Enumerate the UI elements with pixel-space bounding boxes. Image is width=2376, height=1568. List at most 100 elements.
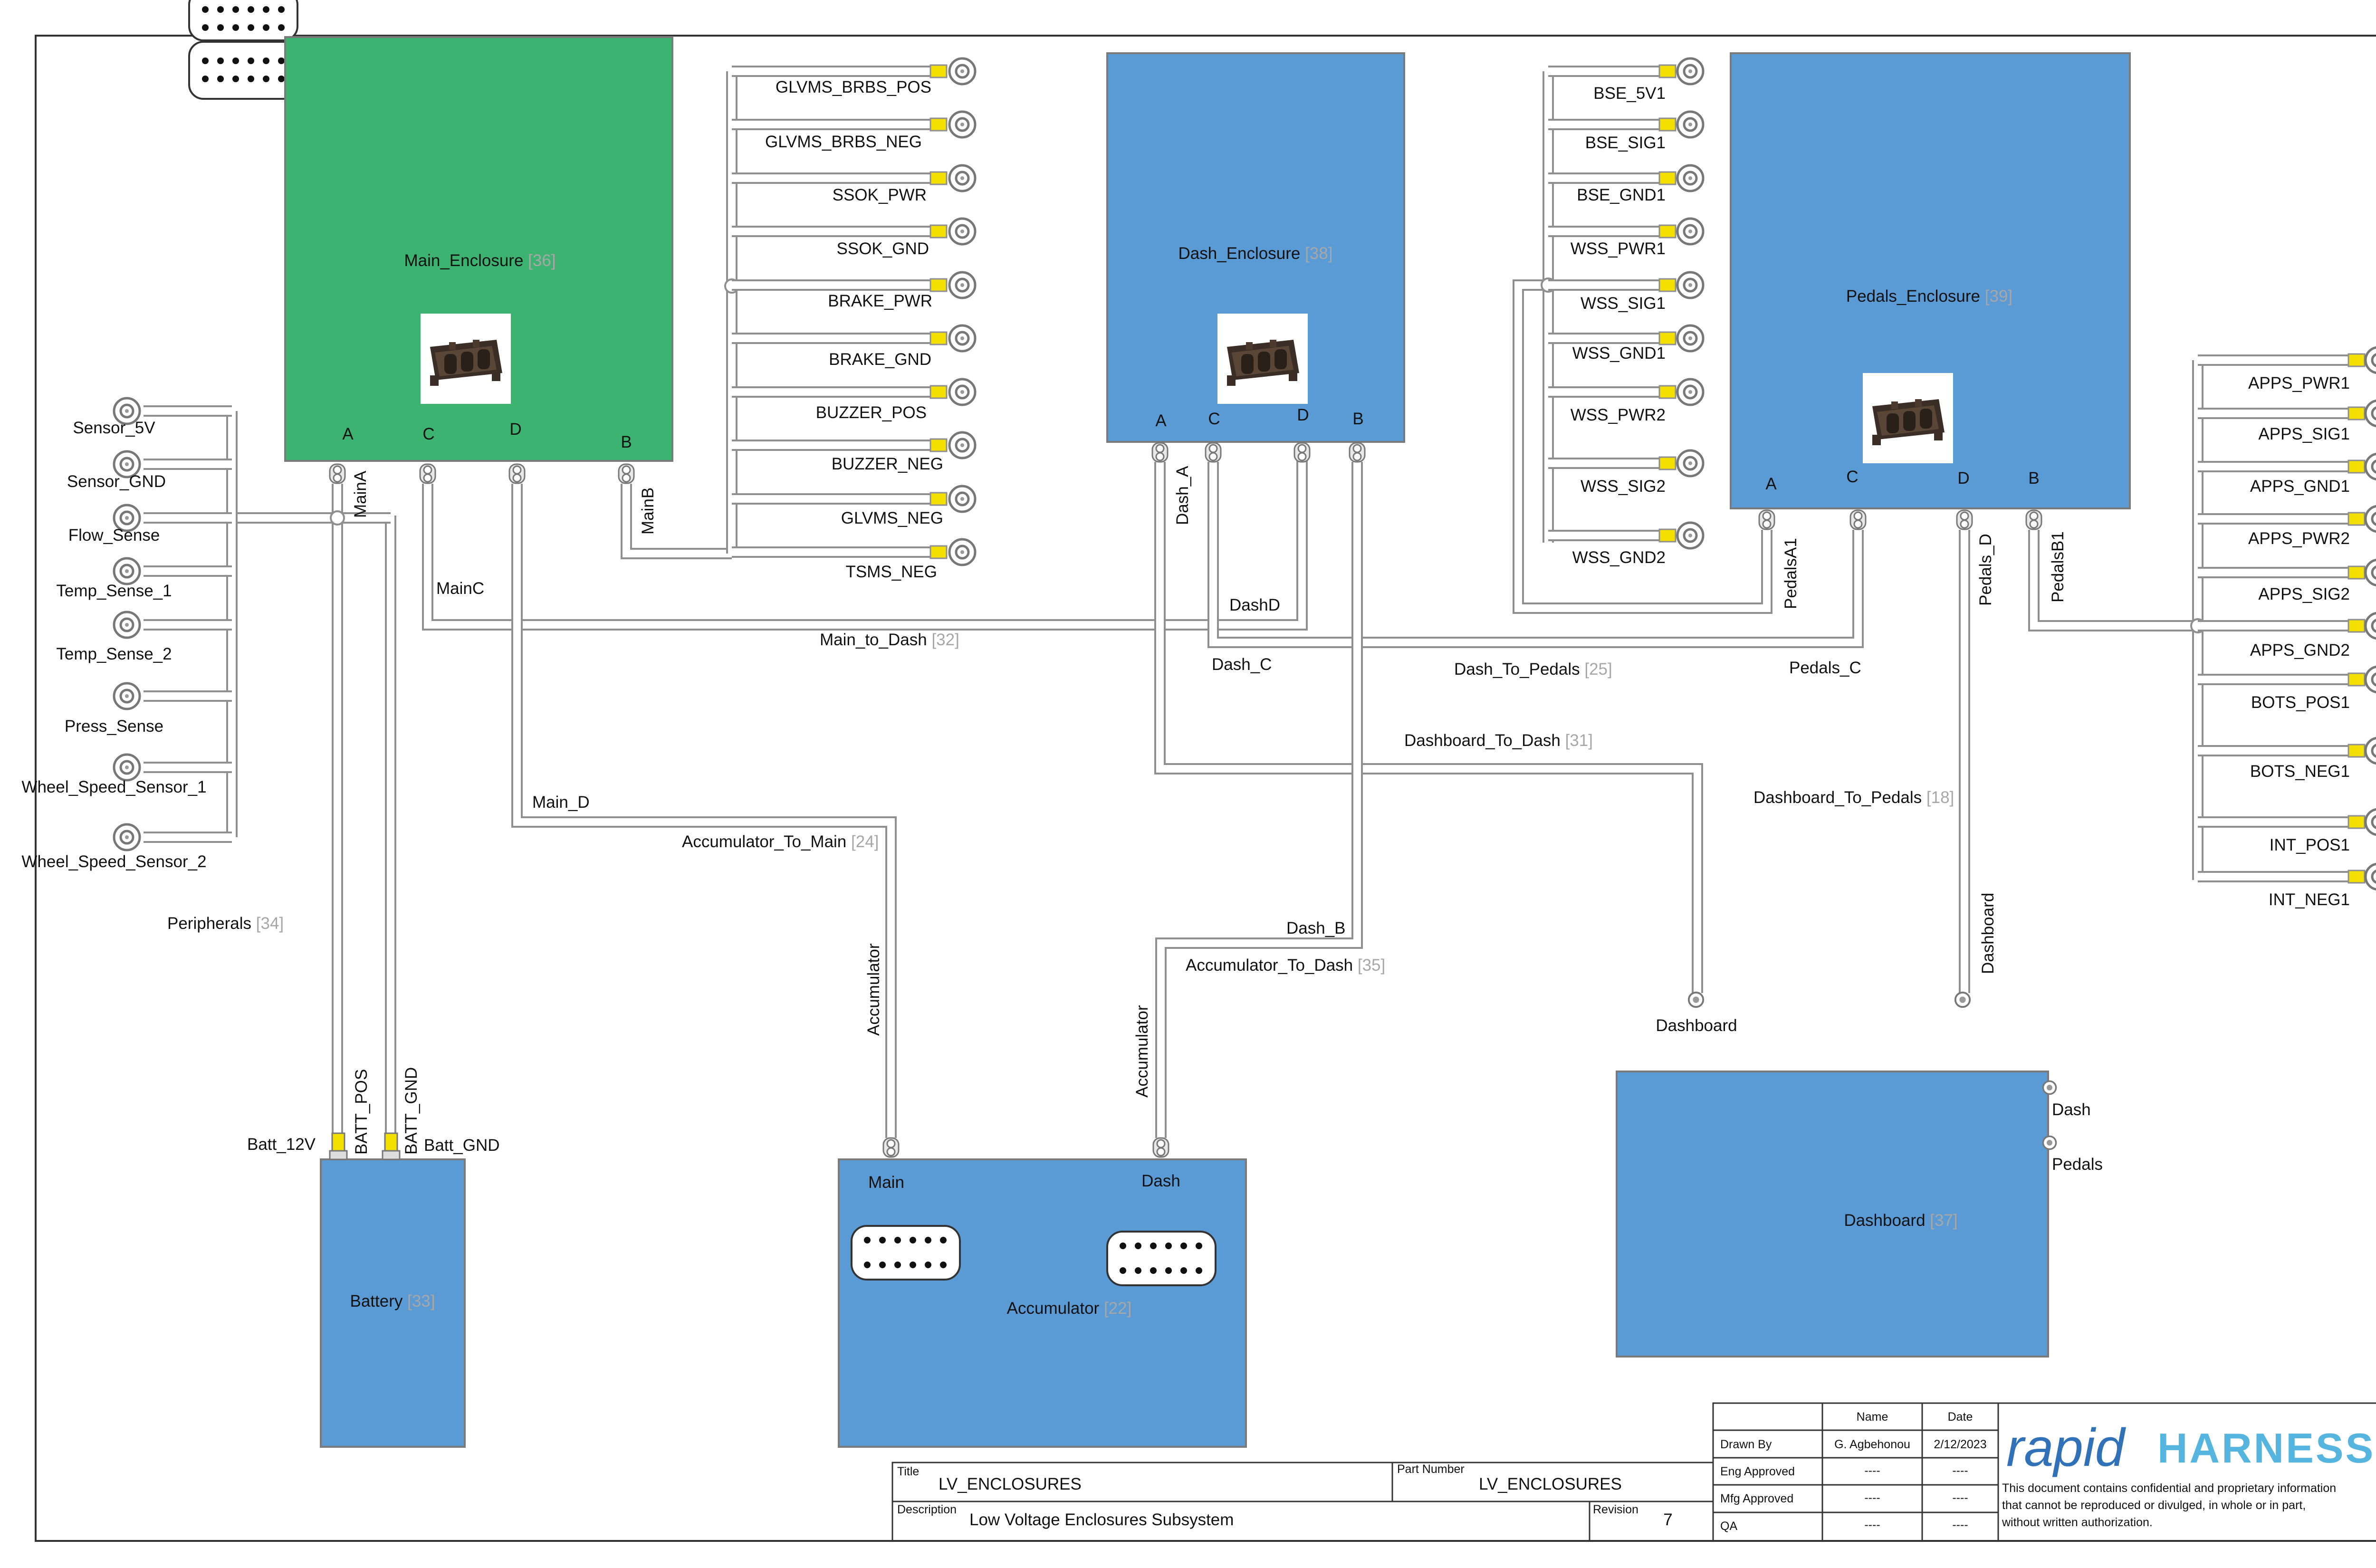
ring-pedalsa-1 — [1677, 112, 1703, 137]
main-connector-photo — [421, 314, 511, 404]
terminal-pedalsb-5 — [2347, 619, 2366, 633]
accumulator-label-2: Accumulator — [1133, 1005, 1151, 1098]
title-block: Name Date Drawn By G. Agbehonou 2/12/202… — [891, 1402, 2376, 1542]
pedalsD-label: Pedals_D — [1976, 534, 1995, 606]
tb-eng-label: Eng Approved — [1720, 1465, 1795, 1478]
tb-drawn-date: 2/12/2023 — [1934, 1438, 1986, 1451]
connector-pin-dot — [278, 76, 285, 82]
tb-rev-label: Revision — [1593, 1503, 1638, 1516]
batt-gnd-term-label: Batt_GND — [424, 1136, 500, 1155]
dashB-head — [1349, 442, 1366, 463]
label-left-2: Flow_Sense — [68, 526, 160, 545]
label-pedalsa-3: WSS_PWR1 — [1571, 239, 1666, 258]
partial-connector-top — [188, 0, 298, 100]
pedalsA-head — [1758, 509, 1775, 530]
connector-pin-dot — [232, 57, 239, 64]
label-mainb-4: BRAKE_PWR — [828, 292, 932, 310]
label-pedalsa-2: BSE_GND1 — [1577, 186, 1666, 204]
accumulator[interactable]: Main Dash Accumulator [22] — [838, 1158, 1247, 1448]
terminal-mainb-5 — [929, 331, 948, 345]
ring-mainb-2 — [949, 165, 975, 191]
tb-title-value: LV_ENCLOSURES — [939, 1475, 1082, 1493]
label-mainb-8: GLVMS_NEG — [841, 509, 943, 527]
dash-connector-photo — [1217, 314, 1308, 404]
tb-qa-label: QA — [1720, 1520, 1737, 1533]
mainA-label: MainA — [351, 470, 370, 518]
dashboard[interactable]: Dashboard [37] Dash Pedals — [1616, 1071, 2103, 1358]
tb-drawn-name: G. Agbehonou — [1834, 1438, 1910, 1451]
ring-pedalsb-2 — [2366, 454, 2376, 479]
battery[interactable]: Battery [33] — [320, 1158, 466, 1448]
dash-enclosure[interactable]: Dash_Enclosure [38] A C D B — [1106, 52, 1405, 443]
label-left-7: Wheel_Speed_Sensor_2 — [21, 852, 206, 871]
connector-pin-dot — [925, 1262, 931, 1268]
label-left-1: Sensor_GND — [67, 472, 166, 491]
terminals-layer: Sensor_5VSensor_GNDFlow_SenseTemp_Sense_… — [21, 58, 2376, 909]
batt-pos-label: BATT_POS — [352, 1069, 371, 1155]
rapidharness-logo: rapid HARNESS — [2006, 1418, 2375, 1477]
connector-pin-dot — [879, 1262, 886, 1268]
ring-mainb-7 — [949, 432, 975, 458]
terminal-pedalsa-3 — [1658, 224, 1677, 239]
harness-accumulator-to-main: Accumulator_To_Main [24] — [682, 832, 879, 851]
svg-text:rapid: rapid — [2006, 1418, 2127, 1477]
ring-pedalsa-0 — [1677, 58, 1703, 84]
mainC-head — [419, 463, 436, 484]
tb-eng-date: ---- — [1952, 1464, 1968, 1477]
tb-mfg-name: ---- — [1864, 1491, 1880, 1504]
pedalsA1-label: PedalsA1 — [1782, 538, 1800, 609]
main-enclosure-label: Main_Enclosure [36] — [404, 251, 556, 270]
pedals-enclosure[interactable]: Pedals_Enclosure [39] A C D B — [1730, 52, 2131, 509]
dashboard-pedals-label: Pedals — [2052, 1155, 2103, 1174]
pedals-pin-a: A — [1765, 475, 1777, 493]
dashC-head — [1205, 442, 1222, 463]
terminal-pedalsb-8 — [2347, 815, 2366, 829]
dashboard-dash-label: Dash — [2052, 1100, 2091, 1119]
connector-pin-dot — [248, 57, 254, 64]
ring-pedalsb-8 — [2366, 809, 2376, 835]
terminal-pedalsa-6 — [1658, 385, 1677, 399]
ring-left-7 — [114, 824, 140, 850]
connector-pin-dot — [202, 57, 209, 64]
ring-pedalsb-4 — [2366, 560, 2376, 585]
label-pedalsb-6: BOTS_POS1 — [2251, 693, 2350, 712]
dashD-label: DashD — [1229, 596, 1280, 614]
connector-pin-dot — [217, 57, 224, 64]
wire-dashboard-to-dash — [1154, 462, 1703, 993]
ring-pedalsa-8 — [1677, 523, 1703, 548]
dash-pin-c: C — [1208, 410, 1220, 428]
dash-enclosure-label: Dash_Enclosure [38] — [1178, 244, 1333, 263]
terminal-pedalsa-7 — [1658, 456, 1677, 470]
mainA-head — [329, 463, 346, 484]
tb-notice-2: that cannot be reproduced or divulged, i… — [2002, 1499, 2306, 1512]
connector-pin-dot — [232, 24, 239, 31]
pedals-enclosure-label: Pedals_Enclosure [39] — [1846, 287, 2012, 306]
accumulator-main-label: Main — [868, 1173, 904, 1192]
terminal-mainb-4 — [929, 278, 948, 292]
dashB-label: Dash_B — [1286, 919, 1346, 937]
label-mainb-6: BUZZER_POS — [816, 403, 927, 422]
terminal-pedalsb-1 — [2347, 406, 2366, 421]
connector-pin-dot — [894, 1237, 901, 1243]
connector-pin-dot — [248, 6, 254, 13]
harness-dash-to-pedals: Dash_To_Pedals [25] — [1454, 660, 1612, 679]
wires-layer — [144, 66, 2350, 1138]
connector-pin-dot — [1120, 1267, 1126, 1274]
label-left-4: Temp_Sense_2 — [56, 645, 172, 663]
harness-main-to-dash: Main_to_Dash [32] — [820, 631, 959, 649]
connector-pin-dot — [232, 6, 239, 13]
connector-pin-dot — [248, 24, 254, 31]
wire-main-to-dash — [422, 460, 1308, 631]
tb-desc-value: Low Voltage Enclosures Subsystem — [969, 1511, 1234, 1529]
connector-pin-dot — [202, 6, 209, 13]
wire-dash-to-pedals-core — [1209, 462, 1862, 646]
connector-pin-dot — [1180, 1267, 1187, 1274]
connector-pin-dot — [217, 6, 224, 13]
label-pedalsa-8: WSS_GND2 — [1572, 548, 1666, 567]
connector-pin-dot — [1120, 1243, 1126, 1249]
svg-text:HARNESS: HARNESS — [2157, 1425, 2375, 1472]
batt-12v-terminal — [331, 1132, 345, 1153]
terminal-pedalsb-3 — [2347, 512, 2366, 526]
dashboard-label: Dashboard [37] — [1844, 1211, 1957, 1230]
main-enclosure[interactable]: Main_Enclosure [36] A C D B — [284, 36, 673, 462]
